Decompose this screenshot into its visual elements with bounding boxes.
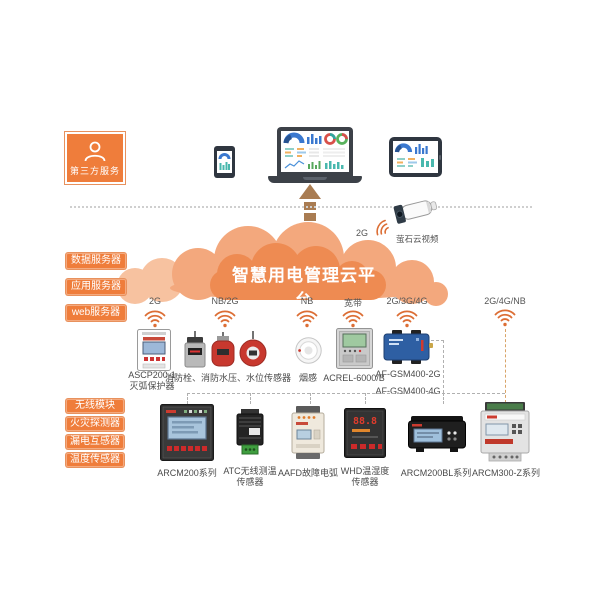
device-caption: AAFD故障电弧	[277, 468, 338, 478]
fire-water-sensors	[184, 331, 267, 368]
device-caption: AF-GSM400-2G	[375, 369, 441, 379]
svg-text:88.8: 88.8	[353, 416, 377, 427]
smoke-detector-device	[295, 337, 322, 364]
camera-signal-label: 2G	[356, 228, 369, 238]
tablet	[389, 137, 442, 177]
module-button-temp-sensor: 温度传感器	[66, 453, 124, 467]
device-caption: ARCM300-Z系列	[471, 468, 540, 478]
third-party-label: 第三方服务	[69, 165, 120, 176]
camera-signal-icon	[376, 219, 389, 236]
whd-device: 88.8	[344, 408, 386, 458]
camera-label: 萤石云视频	[396, 234, 439, 244]
bus-line	[187, 393, 505, 394]
device-caption: 消防栓、消防水压、水位传感器	[164, 373, 291, 383]
device-caption: ASCP200-1 灭弧保护器	[128, 370, 176, 391]
signal-label-2g4gnb: 2G/4G/NB	[484, 296, 526, 306]
smartphone	[214, 146, 235, 178]
laptop-dashboard	[281, 131, 349, 172]
third-party-service-box: 第三方服务	[64, 131, 126, 185]
wifi-icon	[494, 309, 516, 327]
bus-drop-line	[310, 393, 311, 404]
device-caption: WHD温湿度 传感器	[340, 466, 390, 487]
arcm300z-device	[480, 402, 530, 462]
cctv-camera-icon	[393, 200, 438, 224]
module-button-wireless: 无线模块	[66, 399, 124, 413]
signal-label-nb: NB	[300, 296, 314, 306]
cloud-shape	[117, 222, 448, 306]
wifi-icon	[396, 310, 418, 328]
wifi-icon	[144, 310, 166, 328]
smartphone-dashboard	[217, 151, 232, 173]
device-caption: ACREL-6000/B	[323, 373, 385, 383]
ascp200-device	[137, 329, 171, 371]
server-button-data: 数据服务器	[66, 253, 126, 269]
antenna-line-orange	[505, 329, 506, 403]
upload-arrow-icon	[299, 184, 321, 199]
bus-drop-line	[250, 393, 251, 404]
tablet-dashboard	[393, 141, 438, 173]
bus-drop-line	[187, 393, 188, 404]
bus-drop-line	[443, 393, 444, 404]
module-button-leakage-ct: 漏电互感器	[66, 435, 124, 449]
upload-arrow-dash	[304, 213, 316, 221]
bus-drop-line	[365, 393, 366, 404]
gateway-connector-line	[431, 340, 444, 341]
signal-label-2g3g4g: 2G/3G/4G	[386, 296, 428, 306]
person-icon	[84, 141, 106, 161]
laptop-base	[268, 176, 362, 183]
device-caption: ATC无线测温 传感器	[223, 466, 277, 487]
gateway-connector-line	[443, 340, 444, 393]
module-button-fire-detector: 火灾探测器	[66, 417, 124, 431]
signal-label-nb2g: NB/2G	[211, 296, 239, 306]
acrel6000-device	[336, 328, 373, 369]
atc-sensor-device	[236, 409, 264, 455]
server-button-web: web服务器	[66, 305, 126, 321]
wifi-icon	[214, 310, 236, 328]
device-caption: ARCM200BL系列	[400, 468, 472, 478]
afgsm400-device	[383, 330, 433, 364]
cloud-platform-title: 智慧用电管理云平台	[232, 266, 376, 310]
tablet-button	[439, 155, 441, 160]
arcm200bl-device	[408, 416, 466, 452]
server-button-app: 应用服务器	[66, 279, 126, 295]
device-caption: AF-GSM400-4G	[375, 386, 441, 396]
wifi-icon	[342, 310, 364, 328]
device-caption: ARCM200系列	[157, 468, 217, 478]
arcm200-device	[160, 404, 214, 461]
signal-label-2g: 2G	[148, 296, 161, 306]
wifi-icon	[296, 310, 318, 328]
aafd-device	[291, 406, 325, 459]
separator-dotted-line	[70, 206, 532, 208]
device-caption: 烟感	[298, 373, 317, 383]
signal-label-broadband: 宽带	[343, 298, 362, 308]
